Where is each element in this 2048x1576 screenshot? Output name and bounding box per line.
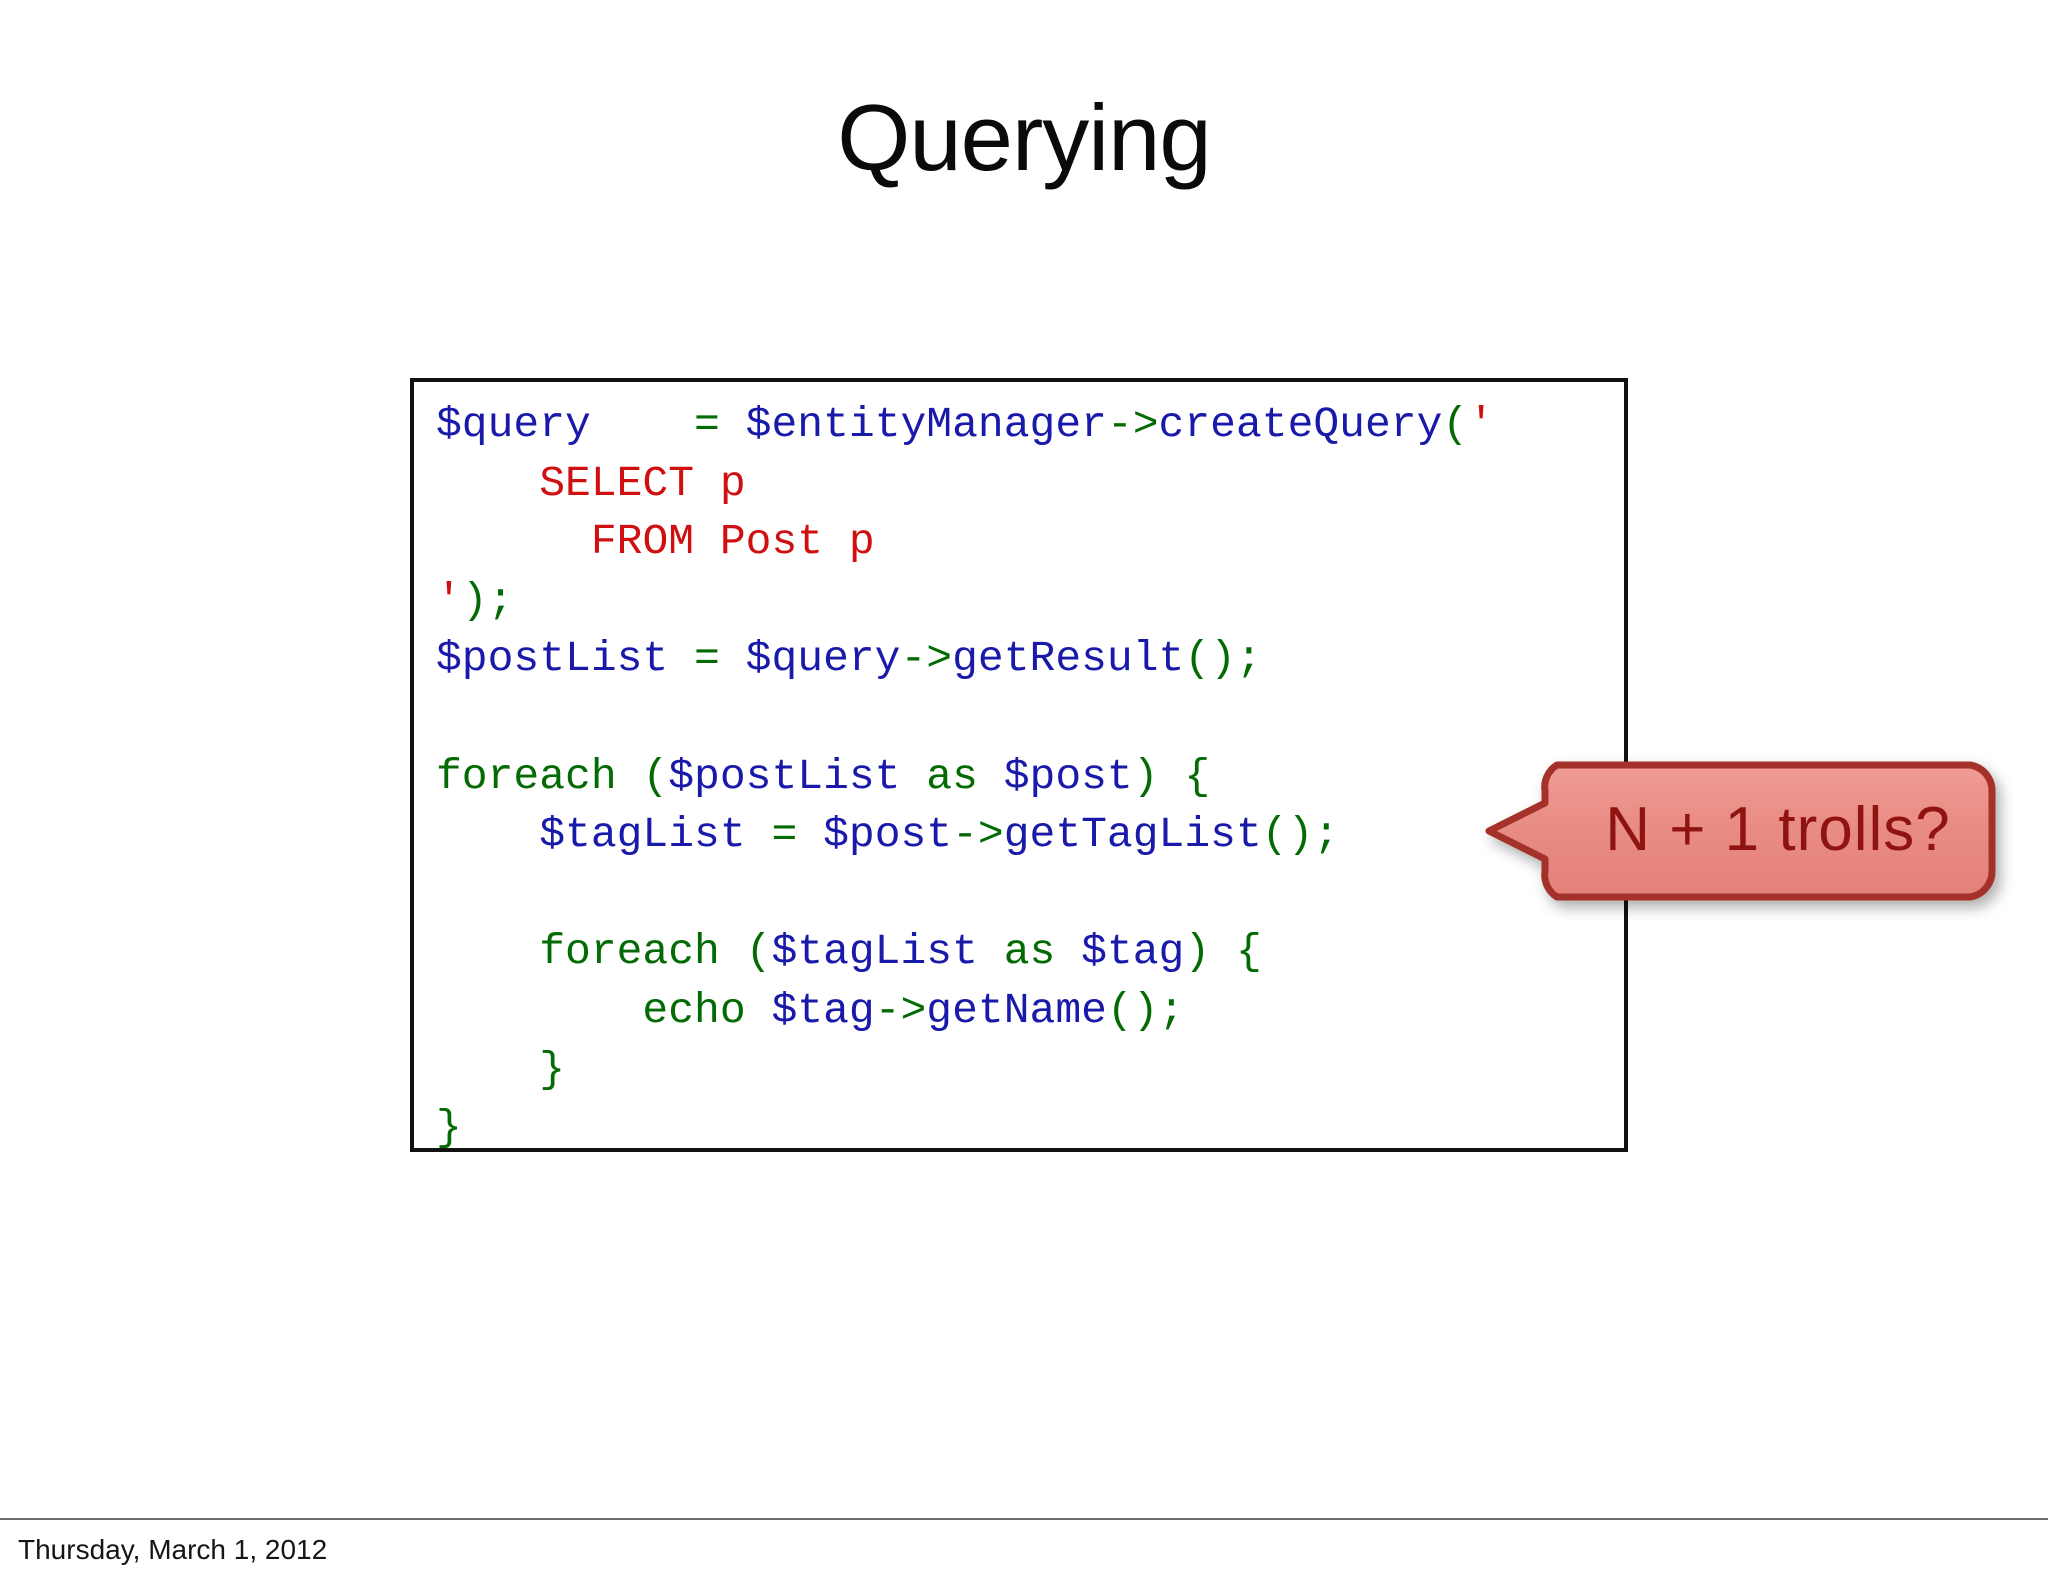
code-token: ) { — [1184, 927, 1262, 977]
code-listing: $query = $entityManager->createQuery(' S… — [436, 396, 1494, 1152]
code-token: } — [436, 1044, 566, 1094]
code-token: (); — [1184, 634, 1262, 684]
code-token: as — [900, 751, 1004, 801]
code-token: (); — [1106, 985, 1185, 1035]
code-token: $tagList — [436, 810, 772, 860]
code-token: ) { — [1132, 751, 1211, 801]
code-block: $query = $entityManager->createQuery(' S… — [410, 378, 1628, 1152]
code-token: $post — [1003, 751, 1133, 801]
page-title: Querying — [837, 84, 1211, 190]
callout-shape — [1485, 761, 1996, 901]
code-token: echo — [436, 985, 772, 1035]
code-token: -> — [874, 985, 927, 1035]
code-token: foreach — [436, 927, 746, 977]
code-line: '); — [436, 572, 1494, 631]
code-line: $query = $entityManager->createQuery(' — [436, 396, 1494, 455]
code-token: getTagList — [1003, 810, 1262, 860]
code-token: ( — [642, 751, 669, 801]
code-token: $entityManager — [745, 400, 1107, 449]
code-token: ( — [1442, 400, 1469, 449]
code-token — [436, 459, 539, 508]
code-token — [436, 517, 565, 566]
code-line: foreach ($tagList as $tag) { — [436, 923, 1494, 982]
code-token — [720, 400, 746, 449]
code-line: FROM Post p — [436, 513, 1494, 572]
footer-divider — [0, 1518, 2048, 1520]
callout-bubble: N + 1 trolls? — [1483, 758, 1999, 904]
code-token: -> — [900, 634, 953, 684]
code-token: $query — [719, 634, 901, 684]
code-line: foreach ($postList as $post) { — [436, 748, 1494, 807]
code-token: foreach — [436, 751, 643, 801]
code-line: } — [436, 1041, 1494, 1100]
code-token: getName — [926, 985, 1107, 1035]
code-token: ); — [461, 575, 514, 625]
code-line: } — [436, 1099, 1494, 1152]
code-line: SELECT p — [436, 455, 1494, 514]
code-token: $tag — [1081, 927, 1185, 977]
code-token: as — [977, 927, 1082, 977]
code-token: FROM Post p — [565, 517, 875, 567]
code-token: -> — [952, 810, 1004, 860]
code-token: = — [694, 634, 720, 684]
code-token: } — [436, 1103, 462, 1152]
code-token: $post — [797, 810, 953, 860]
code-token: $postList — [668, 751, 901, 801]
code-token: = — [771, 810, 798, 860]
code-line: echo $tag->getName(); — [436, 982, 1494, 1041]
code-token: = — [694, 400, 720, 449]
code-token: $tagList — [771, 927, 978, 977]
footer-date: Thursday, March 1, 2012 — [18, 1534, 328, 1565]
code-token: -> — [1106, 400, 1159, 449]
code-token: getResult — [952, 634, 1185, 684]
callout-label: N + 1 trolls? — [1605, 794, 1951, 864]
code-token: ( — [745, 927, 772, 977]
code-token: ' — [436, 575, 462, 625]
code-token: $query — [436, 400, 695, 449]
code-line — [436, 865, 1494, 924]
code-token: SELECT p — [539, 458, 746, 508]
code-token: ' — [1468, 400, 1495, 449]
code-line: $tagList = $post->getTagList(); — [436, 806, 1494, 865]
code-token: (); — [1261, 810, 1340, 860]
code-token: $tag — [771, 985, 875, 1035]
code-token: $postList — [436, 634, 695, 684]
code-token: createQuery — [1158, 400, 1443, 449]
code-line — [436, 689, 1494, 748]
code-line: $postList = $query->getResult(); — [436, 630, 1494, 689]
